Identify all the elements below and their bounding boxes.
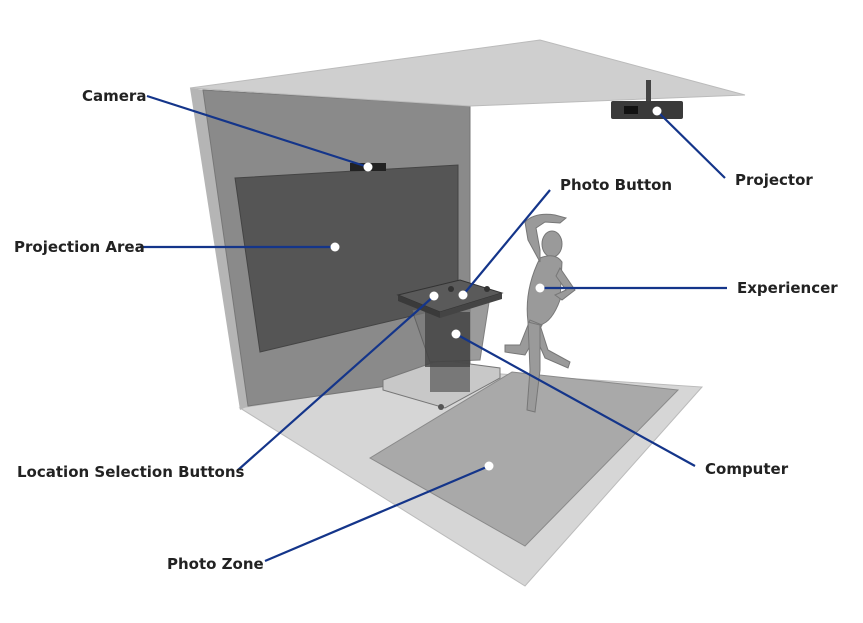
location-buttons-leader [237, 295, 435, 471]
camera-leader [146, 94, 369, 169]
photo-zone-area [369, 371, 680, 547]
projection-area-marker [330, 242, 340, 252]
label-projection-area: Projection Area [14, 238, 145, 256]
label-location-selection-buttons: Location Selection Buttons [17, 463, 245, 481]
label-projector: Projector [735, 171, 813, 189]
label-experiencer: Experiencer [737, 279, 838, 297]
kiosk [382, 279, 504, 410]
photo-zone-leader [264, 464, 490, 563]
computer-leader [455, 333, 696, 467]
ceiling [189, 39, 746, 107]
experiencer-figure [504, 213, 576, 413]
location-buttons-marker [429, 291, 439, 301]
projector-marker [652, 106, 662, 116]
experiencer-marker [535, 283, 545, 293]
label-photo-zone: Photo Zone [167, 555, 264, 573]
computer-marker [451, 329, 461, 339]
projector-leader [656, 110, 726, 179]
wall-side [190, 88, 250, 410]
label-computer: Computer [705, 460, 789, 478]
photo-zone-marker [484, 461, 494, 471]
label-camera: Camera [82, 87, 146, 105]
camera-marker [363, 162, 373, 172]
photo-button-leader [462, 189, 551, 296]
photo-button-marker [458, 290, 468, 300]
label-photo-button: Photo Button [560, 176, 672, 194]
projector-device [611, 80, 683, 119]
